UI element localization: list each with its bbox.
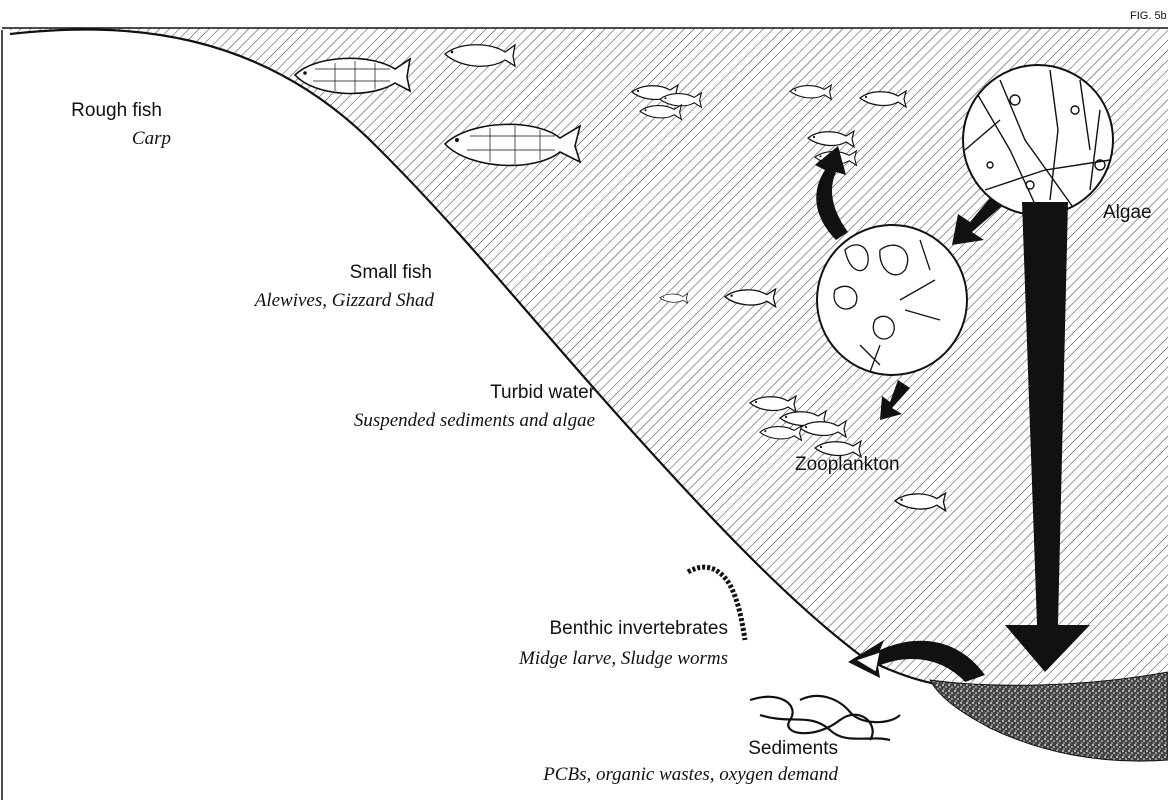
sediments-subtitle: PCBs, organic wastes, oxygen demand <box>543 764 838 786</box>
sludge-worms-icon <box>750 696 900 740</box>
zooplankton-label: Zooplankton <box>795 454 900 475</box>
benthic-subtitle: Midge larve, Sludge worms <box>519 648 728 670</box>
benthic-title: Benthic invertebrates <box>550 618 729 640</box>
figure-number: FIG. 5b <box>1130 10 1167 22</box>
turbid-water-subtitle: Suspended sediments and algae <box>354 410 595 432</box>
zooplankton-magnified-circle <box>817 225 967 375</box>
algae-magnified-circle <box>963 65 1113 215</box>
rough-fish-subtitle: Carp <box>132 128 171 150</box>
small-fish-subtitle: Alewives, Gizzard Shad <box>255 290 434 312</box>
turbid-water-title: Turbid water <box>490 382 595 404</box>
sediment-layer <box>930 672 1168 761</box>
rough-fish-title: Rough fish <box>71 100 162 122</box>
algae-label: Algae <box>1103 202 1152 223</box>
sediments-title: Sediments <box>748 738 838 760</box>
small-fish-title: Small fish <box>350 262 432 284</box>
